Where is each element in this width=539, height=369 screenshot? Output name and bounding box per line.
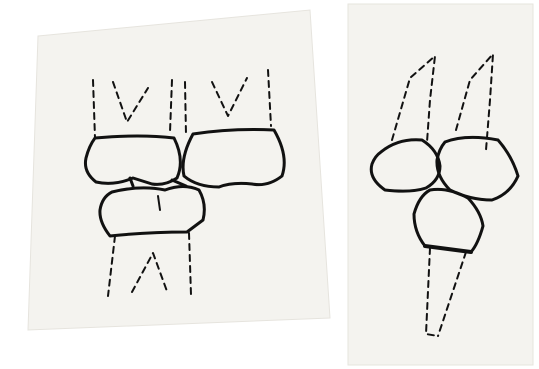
paper-sheet-right xyxy=(348,4,533,365)
panel-left xyxy=(28,10,330,330)
panel-right xyxy=(348,4,533,365)
